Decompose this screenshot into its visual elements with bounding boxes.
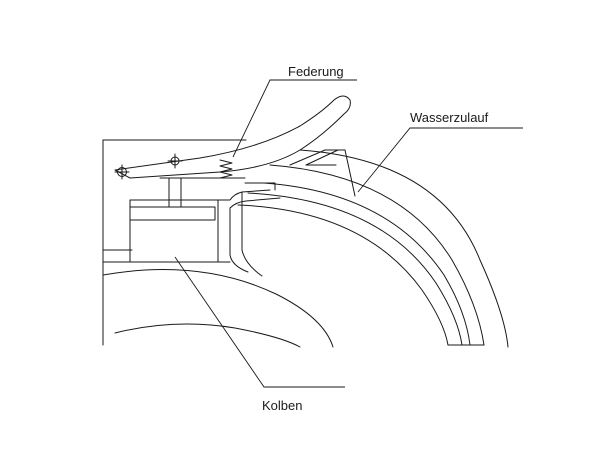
lever-handle[interactable] [114, 95, 351, 180]
inner-housing-curve [102, 269, 334, 348]
leader-lines [174, 79, 523, 388]
spring [219, 159, 233, 179]
wasserzulauf-leader [357, 127, 523, 193]
outer-arch [237, 149, 509, 348]
federung-label: Federung [288, 64, 344, 79]
piston-channel [217, 182, 281, 277]
piston [129, 177, 246, 263]
inlet-channel [289, 149, 356, 197]
piston-pin [167, 153, 183, 169]
kolben-leader [174, 256, 345, 388]
federung-leader [232, 79, 357, 158]
wasserzulauf-label: Wasserzulauf [410, 110, 489, 125]
kolben-label: Kolben [262, 398, 302, 413]
housing [102, 139, 247, 346]
